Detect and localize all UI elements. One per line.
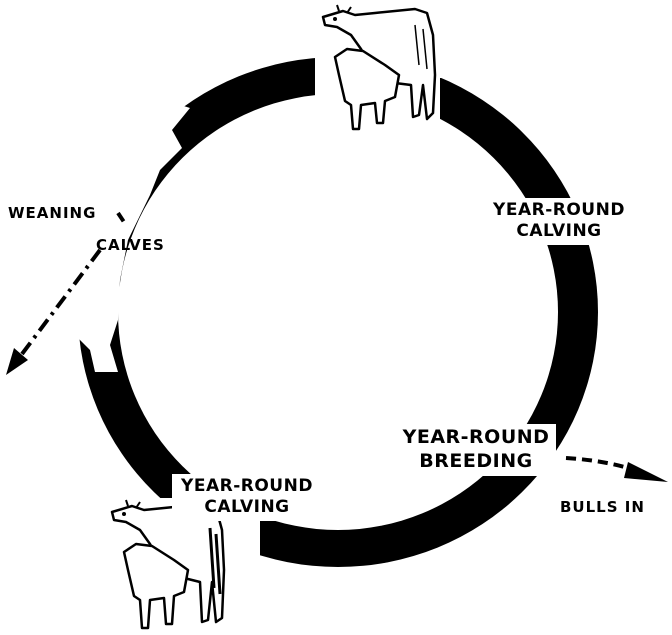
calves-label: CALVES <box>96 236 165 255</box>
calving-right-line-2: CALVING <box>484 221 634 242</box>
breeding-label: YEAR-ROUND BREEDING <box>396 424 556 476</box>
calving-bottom-label: YEAR-ROUND CALVING <box>172 474 322 521</box>
calving-bottom-line-2: CALVING <box>172 497 322 518</box>
bulls-in-label: BULLS IN <box>560 498 645 517</box>
bulls-in-arrow <box>566 458 668 482</box>
weaning-label: WEANING <box>8 204 96 223</box>
calving-bottom-line-1: YEAR-ROUND <box>172 476 322 497</box>
cow-and-calf-icon <box>315 5 440 133</box>
breeding-line-2: BREEDING <box>396 450 556 474</box>
breeding-line-1: YEAR-ROUND <box>396 426 556 450</box>
calving-right-line-1: YEAR-ROUND <box>484 200 634 221</box>
calving-right-label: YEAR-ROUND CALVING <box>484 198 634 245</box>
